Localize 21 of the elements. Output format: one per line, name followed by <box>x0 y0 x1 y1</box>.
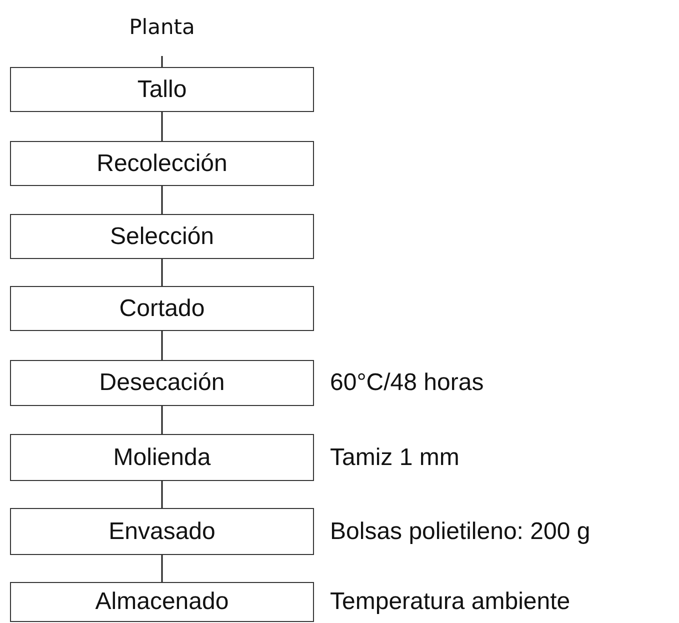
step-note: Tamiz 1 mm <box>330 446 460 470</box>
step-note: Bolsas polietileno: 200 g <box>330 520 590 544</box>
process-box: Recolección <box>10 141 314 186</box>
step-note: Temperatura ambiente <box>330 590 570 614</box>
process-box: Selección <box>10 214 314 259</box>
step-note: 60°C/48 horas <box>330 371 484 395</box>
connector-line <box>161 186 163 214</box>
connector-line <box>161 555 163 582</box>
connector-line <box>161 331 163 360</box>
process-box: Cortado <box>10 286 314 331</box>
process-box: Tallo <box>10 67 314 112</box>
connector-line <box>161 112 163 141</box>
connector-line <box>161 481 163 508</box>
connector-line <box>161 56 163 67</box>
process-box: Almacenado <box>10 582 314 622</box>
process-box: Envasado <box>10 508 314 555</box>
process-box: Molienda <box>10 434 314 481</box>
connector-line <box>161 259 163 286</box>
connector-line <box>161 406 163 434</box>
input-label: Planta <box>112 10 212 44</box>
process-box: Desecación <box>10 360 314 406</box>
